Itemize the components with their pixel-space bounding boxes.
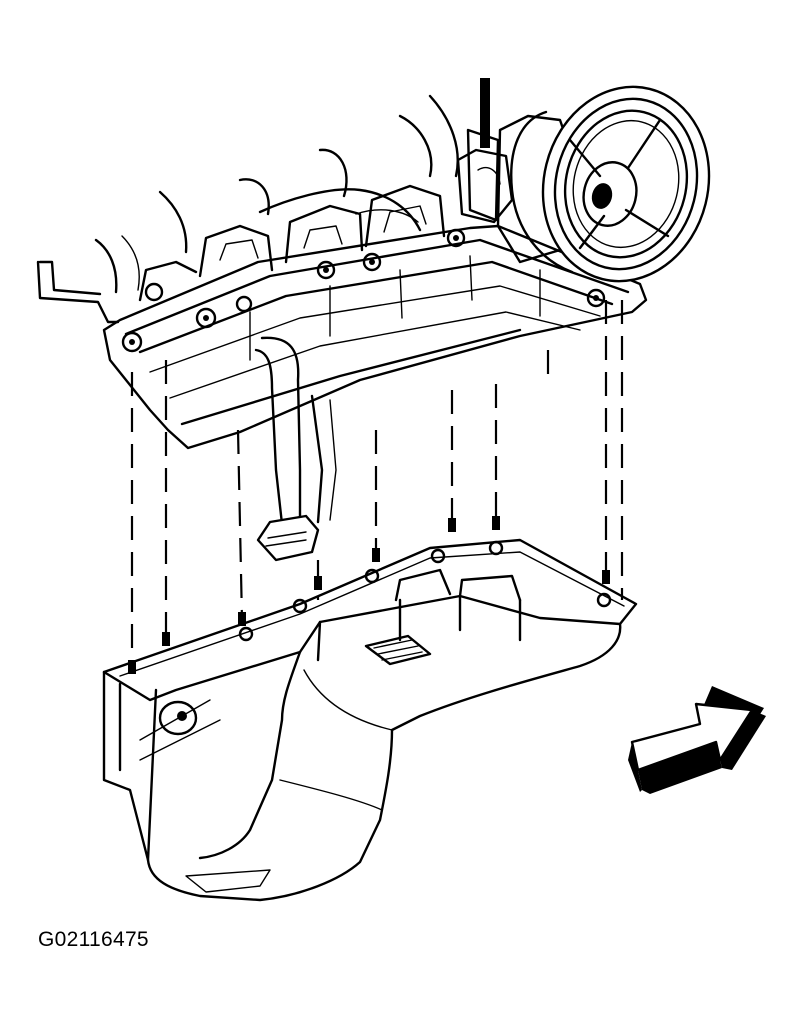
oil-pan-bolts: [128, 300, 624, 674]
front-direction-arrow: [628, 686, 766, 794]
figure-id-label: G02116475: [38, 928, 149, 951]
engine-block: [36, 78, 648, 450]
oil-pump-pickup-tube: [254, 336, 337, 562]
crankshaft-pulley: [510, 85, 711, 283]
oil-pan: [102, 538, 638, 902]
